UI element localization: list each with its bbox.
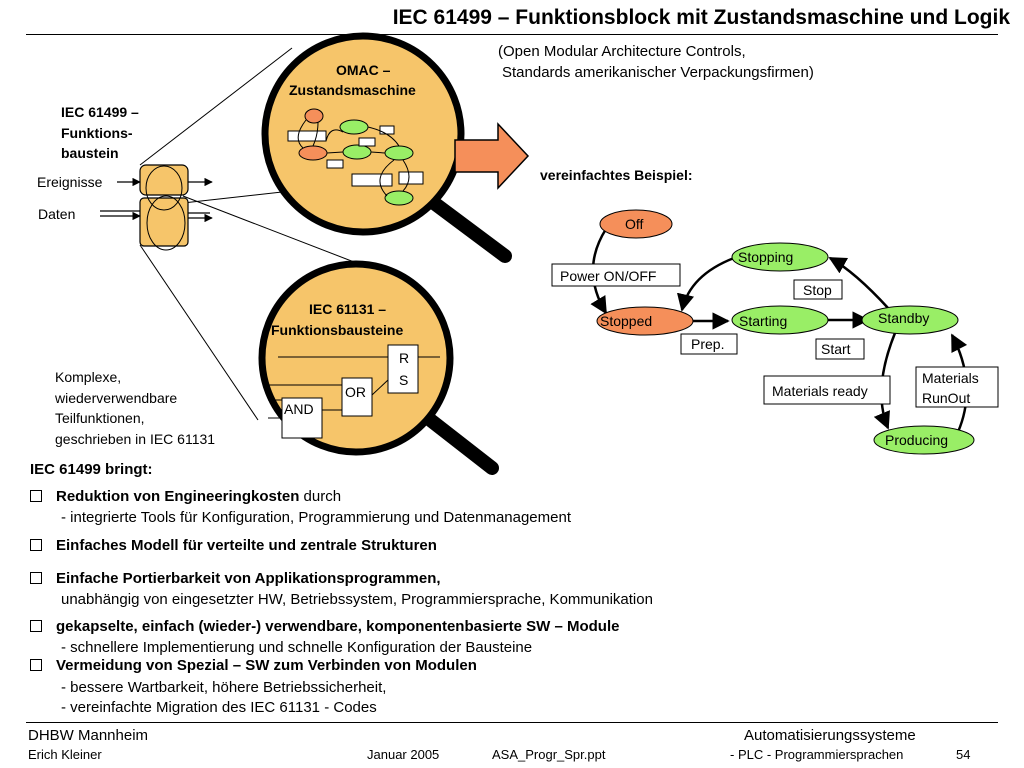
footer-divider	[26, 722, 998, 723]
benefit-1: Reduktion von Engineeringkosten durch	[30, 488, 341, 505]
state-stopped-label: Stopped	[600, 313, 653, 329]
bullet-square-icon	[30, 539, 42, 551]
benefits-heading: IEC 61499 bringt:	[30, 461, 153, 478]
footer-page: 54	[956, 747, 971, 762]
benefit-2: Einfaches Modell für verteilte und zentr…	[30, 537, 437, 554]
transition-stop-label: Stop	[803, 282, 832, 298]
footer-course: Automatisierungssysteme	[744, 727, 916, 744]
benefit-4: gekapselte, einfach (wieder-) verwendbar…	[30, 618, 619, 635]
data-label: Daten	[38, 206, 76, 222]
arrow-right-icon	[454, 122, 530, 190]
transition-start-box	[815, 338, 865, 360]
fb-label-line3: baustein	[61, 145, 119, 161]
benefit-5-sub-2: - vereinfachte Migration des IEC 61131 -…	[61, 699, 377, 716]
page-title: IEC 61499 – Funktionsblock mit Zustandsm…	[392, 6, 1010, 29]
lens-connector-bottom	[139, 244, 259, 421]
komplex-text: Komplexe, wiederverwendbare Teilfunktion…	[55, 369, 216, 447]
state-transitions	[590, 228, 968, 433]
transition-materials-ready-label: Materials ready	[772, 383, 868, 399]
rs-label-r: R	[399, 350, 410, 366]
example-heading: vereinfachtes Beispiel:	[540, 167, 693, 183]
transition-runout-line1: Materials	[922, 370, 979, 386]
footer-author: Erich Kleiner	[28, 747, 102, 762]
state-producing	[873, 425, 975, 455]
footer-file: ASA_Progr_Spr.ppt	[492, 747, 606, 762]
fb-label-line2: Funktions-	[61, 125, 133, 141]
events-label: Ereignisse	[37, 174, 103, 190]
state-off-label: Off	[625, 216, 644, 232]
rs-label-s: S	[399, 372, 409, 388]
state-standby	[861, 305, 959, 335]
iec61131-lens-line2: Funktionsbausteine	[271, 322, 404, 338]
benefit-3-sub: unabhängig von eingesetzter HW, Betriebs…	[61, 591, 653, 608]
bullet-square-icon	[30, 490, 42, 502]
iec61131-lens-line1: IEC 61131 –	[309, 301, 387, 317]
or-gate-label: OR	[345, 384, 366, 400]
benefit-5-sub-1: - bessere Wartbarkeit, höhere Betriebssi…	[61, 679, 387, 696]
transition-power-box	[551, 263, 681, 287]
state-stopping-label: Stopping	[738, 249, 794, 265]
benefit-5: Vermeidung von Spezial – SW zum Verbinde…	[30, 657, 477, 674]
transition-prep-label: Prep.	[691, 336, 725, 352]
function-block-icon	[100, 164, 213, 251]
state-standby-label: Standby	[878, 310, 930, 326]
transition-start-label: Start	[821, 341, 851, 357]
state-producing-label: Producing	[885, 432, 949, 448]
state-stopped	[596, 306, 694, 336]
omac-lens-line1: OMAC –	[336, 62, 391, 78]
and-gate-label: AND	[284, 401, 314, 417]
state-starting-label: Starting	[739, 313, 788, 329]
mini-state-machine	[287, 108, 424, 206]
footer-topic: - PLC - Programmiersprachen	[730, 747, 904, 762]
omac-note-line1: (Open Modular Architecture Controls,	[498, 43, 746, 60]
logic-blocks	[268, 344, 440, 439]
state-starting	[731, 305, 829, 335]
benefit-4-sub: - schnellere Implementierung und schnell…	[61, 639, 533, 656]
omac-lens-line2: Zustandsmaschine	[289, 82, 416, 98]
footer-org: DHBW Mannheim	[28, 727, 149, 744]
transition-stop-box	[793, 279, 843, 300]
bullet-square-icon	[30, 572, 42, 584]
lens-connector-top	[139, 47, 293, 166]
state-off	[599, 209, 673, 239]
lens-connector-mid	[182, 195, 381, 273]
bullet-square-icon	[30, 659, 42, 671]
title-divider	[26, 34, 998, 35]
transition-materials-ready-box	[763, 375, 891, 405]
benefit-3: Einfache Portierbarkeit von Applikations…	[30, 570, 441, 587]
omac-note-line2: Standards amerikanischer Verpackungsfirm…	[502, 64, 814, 81]
transition-power-label: Power ON/OFF	[560, 268, 657, 284]
footer-date: Januar 2005	[367, 747, 440, 762]
bullet-square-icon	[30, 620, 42, 632]
state-stopping	[731, 242, 829, 272]
transition-runout-box	[915, 366, 999, 408]
fb-label-line1: IEC 61499 –	[61, 104, 139, 120]
transition-prep-box	[680, 333, 738, 355]
benefit-1-sub: - integrierte Tools für Konfiguration, P…	[61, 509, 571, 526]
transition-runout-line2: RunOut	[922, 390, 971, 406]
